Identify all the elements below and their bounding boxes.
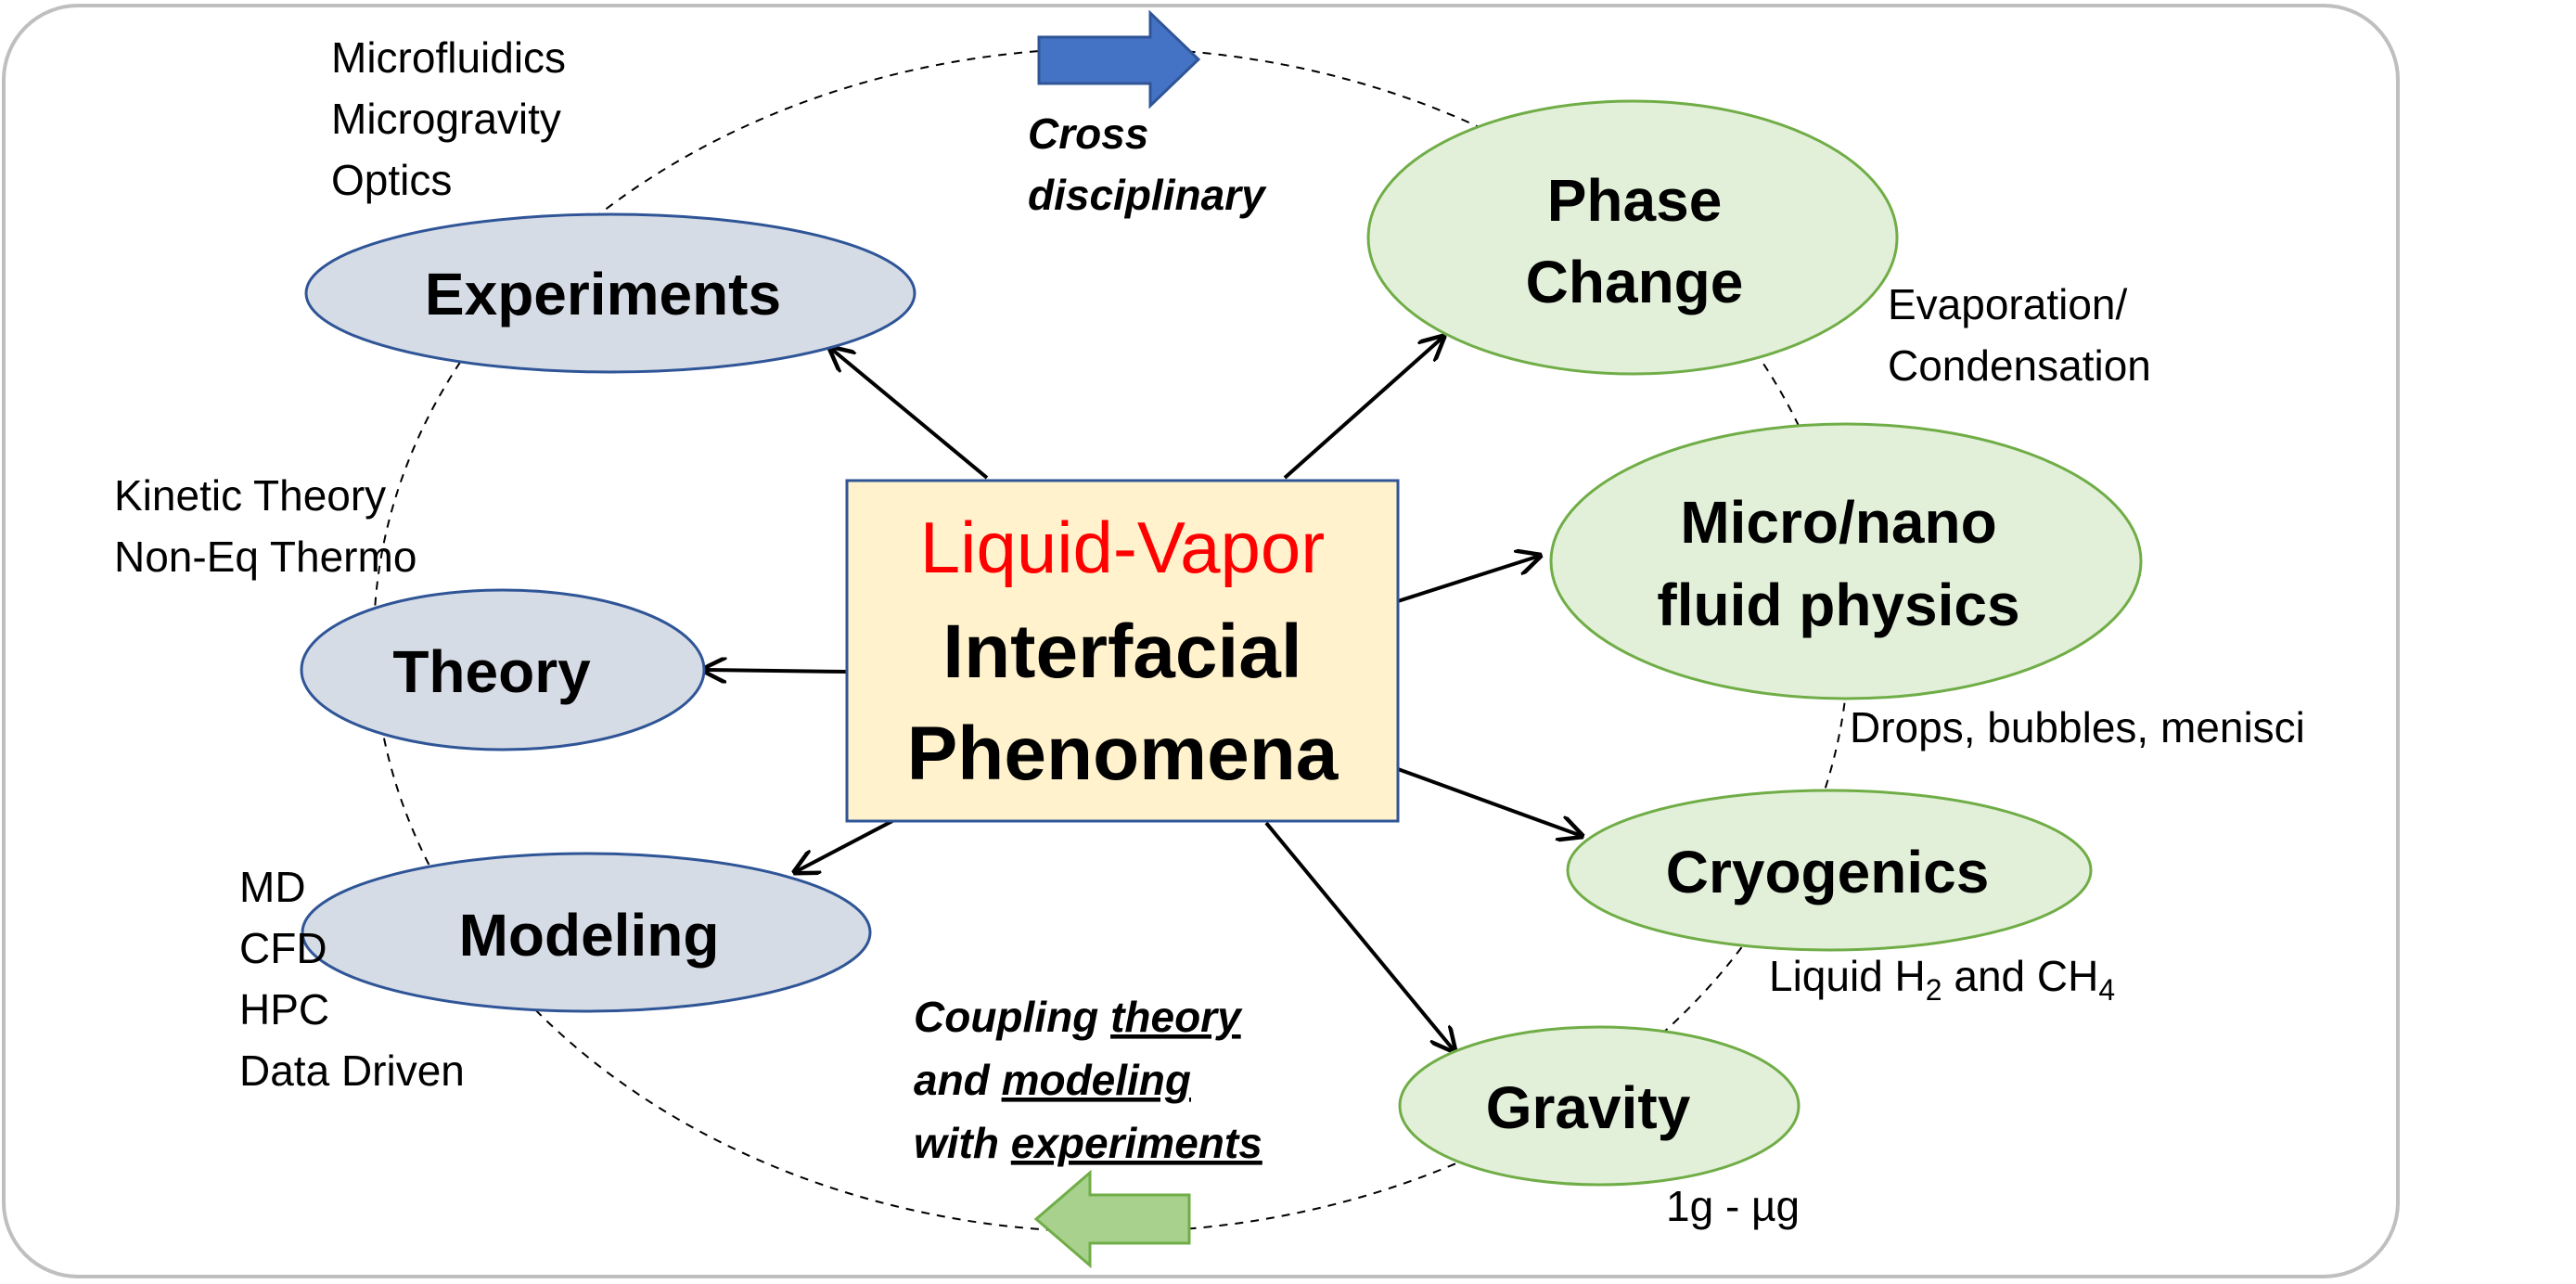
arrow-to-experiments bbox=[830, 348, 989, 480]
center-title-line-2: Interfacial bbox=[942, 610, 1301, 694]
node-micro-nano: Micro/nano fluid physics bbox=[1549, 422, 2143, 700]
cross-disciplinary-arrow bbox=[1037, 9, 1201, 109]
connector-arrows bbox=[703, 337, 1582, 1051]
node-gravity: Gravity bbox=[1398, 1025, 1801, 1187]
cross-note-line-1: Cross bbox=[1028, 109, 1148, 158]
modeling-annotation-line-4: Data Driven bbox=[239, 1046, 465, 1095]
coupling-note-line-1: Coupling theory bbox=[914, 993, 1243, 1041]
experiments-annotation-line-3: Optics bbox=[331, 156, 452, 204]
node-micro-nano-line-2: fluid physics bbox=[1657, 571, 2019, 638]
modeling-annotation-line-3: HPC bbox=[239, 985, 329, 1034]
center-title-line-3: Phenomena bbox=[907, 712, 1339, 796]
arrow-to-cryogenics bbox=[1397, 767, 1582, 836]
node-modeling: Modeling bbox=[301, 852, 872, 1013]
node-micro-nano-line-1: Micro/nano bbox=[1680, 489, 1996, 556]
theory-annotation-line-1: Kinetic Theory bbox=[114, 471, 386, 520]
arrow-to-micro-nano bbox=[1397, 556, 1540, 603]
experiments-annotation-line-2: Microgravity bbox=[331, 95, 561, 143]
node-experiments: Experiments bbox=[304, 212, 916, 374]
cross-note-line-2: disciplinary bbox=[1028, 171, 1267, 219]
coupling-note-line-3: with experiments bbox=[914, 1119, 1262, 1167]
node-phase-change-line-2: Change bbox=[1526, 249, 1744, 315]
arrow-to-theory bbox=[703, 670, 848, 672]
node-phase-change: Phase Change bbox=[1366, 99, 1899, 376]
theory-annotation: Kinetic Theory Non-Eq Thermo bbox=[114, 471, 417, 581]
modeling-annotation-line-2: CFD bbox=[239, 924, 327, 972]
coupling-arrow bbox=[1033, 1169, 1191, 1269]
node-theory-label: Theory bbox=[392, 638, 591, 705]
phase-change-annotation: Evaporation/ Condensation bbox=[1888, 280, 2151, 390]
coupling-note: Coupling theory and modeling with experi… bbox=[914, 993, 1262, 1167]
gravity-annotation: 1g - µg bbox=[1666, 1182, 1800, 1230]
arrow-to-modeling bbox=[795, 819, 893, 872]
node-phase-change-line-1: Phase bbox=[1547, 167, 1723, 234]
cross-disciplinary-note: Cross disciplinary bbox=[1028, 109, 1267, 219]
phase-change-annotation-line-1: Evaporation/ bbox=[1888, 280, 2127, 328]
node-experiments-label: Experiments bbox=[425, 261, 781, 327]
experiments-annotation: Microfluidics Microgravity Optics bbox=[331, 33, 566, 204]
center-title-line-1: Liquid-Vapor bbox=[920, 507, 1326, 588]
center-box: Liquid-Vapor Interfacial Phenomena bbox=[845, 479, 1400, 823]
arrow-to-phase-change bbox=[1283, 337, 1443, 480]
experiments-annotation-line-1: Microfluidics bbox=[331, 33, 566, 82]
node-cryogenics-label: Cryogenics bbox=[1666, 839, 1990, 905]
phase-change-annotation-line-2: Condensation bbox=[1888, 341, 2151, 390]
node-cryogenics: Cryogenics bbox=[1566, 789, 2093, 952]
theory-annotation-line-2: Non-Eq Thermo bbox=[114, 533, 417, 581]
cryogenics-annotation: Liquid H2 and CH4 bbox=[1769, 952, 2115, 1007]
outer-frame bbox=[2, 4, 2400, 1278]
node-theory: Theory bbox=[300, 588, 706, 751]
coupling-note-line-2: and modeling bbox=[914, 1056, 1191, 1104]
modeling-annotation: MD CFD HPC Data Driven bbox=[239, 863, 465, 1095]
modeling-annotation-line-1: MD bbox=[239, 863, 306, 911]
micro-nano-annotation: Drops, bubbles, menisci bbox=[1850, 703, 2305, 751]
node-gravity-label: Gravity bbox=[1486, 1074, 1691, 1141]
arrow-to-gravity bbox=[1264, 821, 1455, 1051]
node-modeling-label: Modeling bbox=[459, 902, 720, 969]
